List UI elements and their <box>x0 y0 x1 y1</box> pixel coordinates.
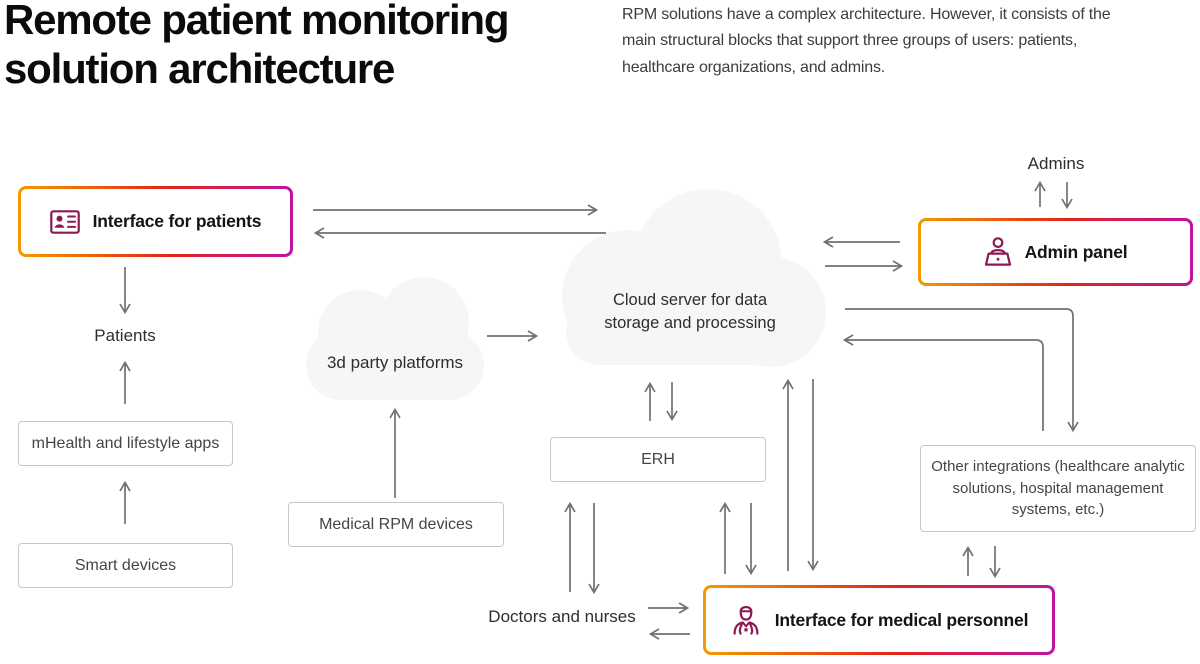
admin-panel-box: Admin panel <box>918 218 1193 286</box>
other-integrations-box: Other integrations (healthcare analytic … <box>920 445 1196 532</box>
smart-devices-label: Smart devices <box>74 556 177 574</box>
page-title: Remote patient monitoring solution archi… <box>4 0 510 92</box>
medical-rpm-devices-label: Medical RPM devices <box>319 515 473 533</box>
erh-label: ERH <box>641 450 675 468</box>
arrow-cloud-to-integrations <box>845 308 1079 433</box>
cloud-server-label: Cloud server for data storage and proces… <box>604 291 776 333</box>
smart-devices-box: Smart devices <box>18 543 233 588</box>
admins-label: Admins <box>1027 154 1085 173</box>
patients-label: Patients <box>94 326 156 345</box>
admin-desk-icon <box>984 237 1011 266</box>
mhealth-apps-box: mHealth and lifestyle apps <box>18 421 233 466</box>
other-integrations-label: Other integrations (healthcare analytic … <box>931 457 1185 519</box>
intro-text: RPM solutions have a complex architectur… <box>622 6 1111 76</box>
arrow-integrations-to-cloud <box>842 334 1044 431</box>
id-card-icon <box>49 209 80 234</box>
third-party-cloud-shape <box>306 277 484 400</box>
erh-box: ERH <box>550 437 766 482</box>
admin-panel-label: Admin panel <box>1024 241 1128 262</box>
medical-rpm-devices-box: Medical RPM devices <box>288 502 504 547</box>
doctor-icon <box>733 605 759 635</box>
interface-for-medical-personnel-box: Interface for medical personnel <box>703 585 1055 655</box>
third-party-cloud-label: 3d party platforms <box>326 353 464 372</box>
mhealth-apps-label: mHealth and lifestyle apps <box>31 434 220 452</box>
doctors-nurses-label: Doctors and nurses <box>488 607 636 626</box>
cloud-server-shape <box>562 189 826 367</box>
interface-for-patients-box: Interface for patients <box>18 186 293 257</box>
interface-for-medical-personnel-label: Interface for medical personnel <box>774 609 1029 630</box>
interface-for-patients-label: Interface for patients <box>92 211 262 231</box>
